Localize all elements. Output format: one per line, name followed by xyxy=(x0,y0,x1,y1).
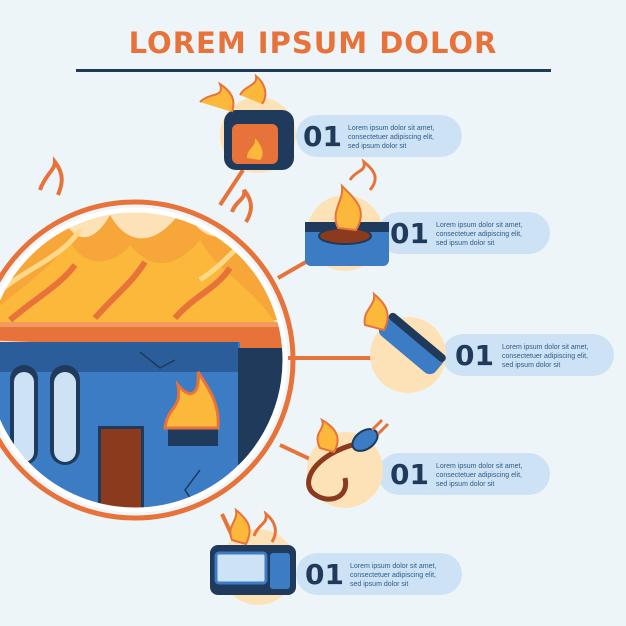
item-4-line-1: Lorem ipsum dolor sit amet, xyxy=(436,463,523,470)
monitor-fire-icon xyxy=(210,507,296,605)
item-number-2: 01 xyxy=(390,217,429,250)
connector-1 xyxy=(218,168,245,207)
page-title: LOREM IPSUM DOLOR xyxy=(128,26,498,60)
item-2-line-1: Lorem ipsum dolor sit amet, xyxy=(436,222,523,229)
item-3-line-1: Lorem ipsum dolor sit amet, xyxy=(502,344,589,351)
item-pill-5 xyxy=(296,553,462,595)
item-description-2: Lorem ipsum dolor sit amet, consectetuer… xyxy=(436,221,546,248)
item-number-5: 01 xyxy=(305,558,344,591)
item-4-line-3: sed ipsum dolor sit xyxy=(436,481,495,488)
item-number-1: 01 xyxy=(303,120,342,153)
item-pill-4 xyxy=(378,453,550,495)
item-5-line-1: Lorem ipsum dolor sit amet, xyxy=(350,563,437,570)
item-1-line-1: Lorem ipsum dolor sit amet, xyxy=(348,125,435,132)
tv-fire-icon xyxy=(199,73,296,173)
item-5-line-3: sed ipsum dolor sit xyxy=(350,581,409,588)
item-description-3: Lorem ipsum dolor sit amet, consectetuer… xyxy=(502,343,612,370)
scene-outer-ring xyxy=(0,199,296,521)
item-2-line-2: consectetuer adipiscing elit, xyxy=(436,231,522,238)
burning-house-scene xyxy=(0,156,296,521)
item-pill-3 xyxy=(442,334,614,376)
item-description-1: Lorem ipsum dolor sit amet, consectetuer… xyxy=(348,124,458,151)
plug-fire-icon xyxy=(306,417,390,508)
title-underline xyxy=(76,69,551,72)
item-3-line-3: sed ipsum dolor sit xyxy=(502,362,561,369)
item-4-line-2: consectetuer adipiscing elit, xyxy=(436,472,522,479)
item-1-line-3: sed ipsum dolor sit xyxy=(348,143,407,150)
item-description-5: Lorem ipsum dolor sit amet, consectetuer… xyxy=(350,562,460,589)
item-pill-1 xyxy=(296,115,462,157)
item-3-line-2: consectetuer adipiscing elit, xyxy=(502,353,588,360)
stove-fire-icon xyxy=(305,158,389,271)
battery-fire-icon xyxy=(363,291,446,393)
item-pill-2 xyxy=(378,212,550,254)
item-1-line-2: consectetuer adipiscing elit, xyxy=(348,134,434,141)
connector-4 xyxy=(279,443,313,462)
item-number-4: 01 xyxy=(390,458,429,491)
item-description-4: Lorem ipsum dolor sit amet, consectetuer… xyxy=(436,462,546,489)
item-5-line-2: consectetuer adipiscing elit, xyxy=(350,572,436,579)
item-number-3: 01 xyxy=(455,339,494,372)
item-2-line-3: sed ipsum dolor sit xyxy=(436,240,495,247)
